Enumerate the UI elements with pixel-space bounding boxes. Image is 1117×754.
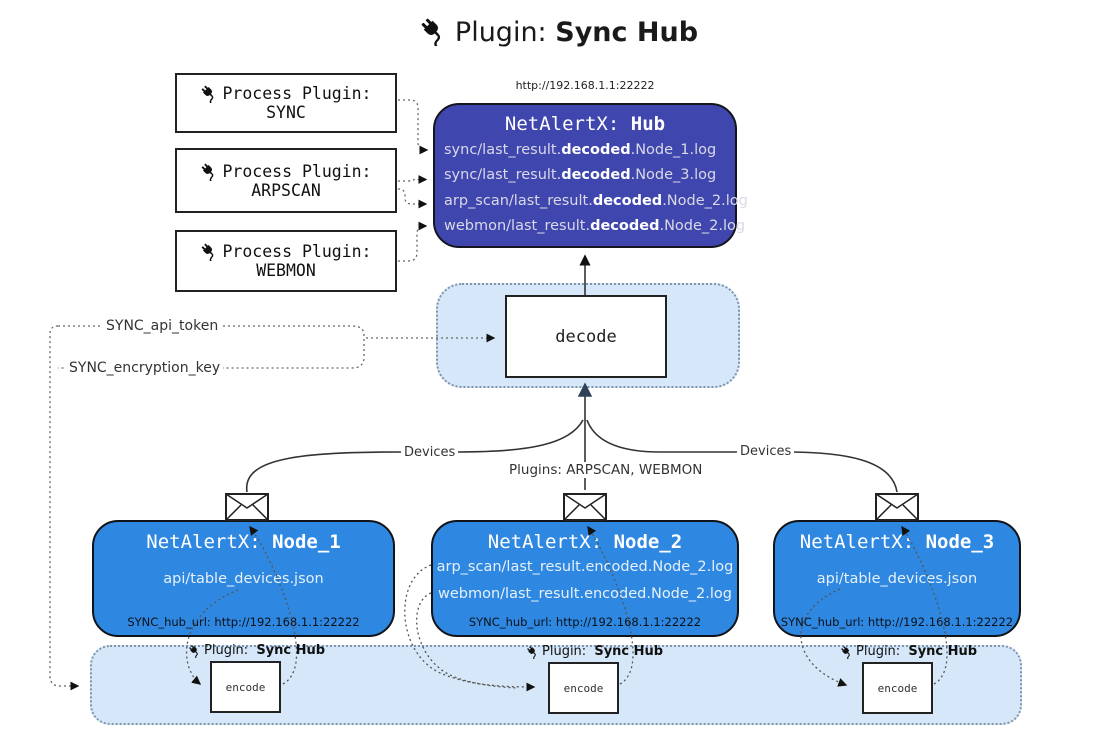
sync-encryption-key-label: SYNC_encryption_key: [66, 360, 224, 376]
node-title: NetAlertX: Node_2: [487, 531, 683, 553]
encode-box-3: encode: [862, 662, 933, 714]
process-plugin-name: SYNC: [266, 103, 306, 122]
edge-label-plugins: Plugins: ARPSCAN, WEBMON: [506, 462, 706, 478]
node-2-box: NetAlertX: Node_2 arp_scan/last_result.e…: [431, 520, 739, 637]
decode-box: decode: [505, 295, 667, 378]
process-plugin-name: WEBMON: [256, 261, 316, 280]
encode-box-2: encode: [548, 662, 619, 714]
plug-icon: [200, 161, 220, 181]
plug-icon: [526, 644, 540, 659]
link-sync-to-hubfile2: [398, 174, 428, 185]
sync-api-token-label: SYNC_api_token: [103, 318, 222, 334]
node-file: api/table_devices.json: [163, 571, 324, 587]
process-plugin-sync-box: Process Plugin: SYNC: [175, 73, 397, 133]
node-hub-url: SYNC_hub_url: http://192.168.1.1:22222: [127, 615, 360, 629]
node-file: api/table_devices.json: [816, 571, 978, 587]
node-file: webmon/last_result.encoded.Node_2.log: [437, 586, 732, 602]
process-plugin-arpscan-box: Process Plugin: ARPSCAN: [175, 148, 397, 213]
node-title: NetAlertX: Node_1: [146, 531, 341, 553]
link-webmon-to-hubfile4: [398, 221, 428, 262]
encode-plugin-label-1: Plugin: Sync Hub: [188, 643, 325, 658]
plug-icon: [200, 84, 220, 103]
plug-icon: [418, 16, 449, 46]
node-3-box: NetAlertX: Node_3 api/table_devices.json…: [773, 520, 1021, 637]
encode-plugin-label-3: Plugin: Sync Hub: [840, 644, 977, 659]
plug-icon: [840, 644, 854, 659]
hub-file: sync/last_result.decoded.Node_1.log: [444, 142, 717, 158]
plug-icon: [188, 643, 202, 658]
page-title: Plugin: Sync Hub: [0, 16, 1117, 48]
plug-icon: [200, 242, 220, 261]
node-title: NetAlertX: Node_3: [799, 531, 995, 553]
hub-file: sync/last_result.decoded.Node_3.log: [444, 167, 717, 184]
hub-file: arp_scan/last_result.decoded.Node_2.log: [444, 192, 748, 209]
node-hub-url: SYNC_hub_url: http://192.168.1.1:22222: [468, 615, 702, 629]
node-hub-url: SYNC_hub_url: http://192.168.1.1:22222: [780, 615, 1014, 629]
hub-file: webmon/last_result.decoded.Node_2.log: [444, 218, 746, 235]
process-plugin-webmon-box: Process Plugin: WEBMON: [175, 230, 397, 292]
link-arpscan-to-hubfile3: [398, 188, 428, 209]
encode-plugin-label-2: Plugin: Sync Hub: [526, 644, 663, 659]
envelope-icon: [225, 493, 269, 521]
hub-title: NetAlertX: Hub: [504, 113, 666, 135]
process-plugin-name: ARPSCAN: [251, 180, 321, 200]
edge-label-devices-right: Devices: [737, 444, 795, 459]
envelope-icon: [875, 493, 919, 521]
hub-box: NetAlertX: Hub sync/last_result.decoded.…: [433, 103, 748, 248]
node-1-box: NetAlertX: Node_1 api/table_devices.json…: [92, 520, 395, 637]
node-file: arp_scan/last_result.encoded.Node_2.log: [436, 559, 734, 575]
encode-box-1: encode: [210, 661, 281, 713]
envelope-icon: [563, 493, 607, 521]
hub-url-label: http://192.168.1.1:22222: [515, 79, 655, 92]
link-keys-to-encoders: [49, 325, 80, 691]
edge-label-devices-left: Devices: [401, 445, 459, 460]
hub-file-list: sync/last_result.decoded.Node_1.log sync…: [435, 138, 748, 240]
link-sync-to-hubfile1: [398, 99, 429, 155]
